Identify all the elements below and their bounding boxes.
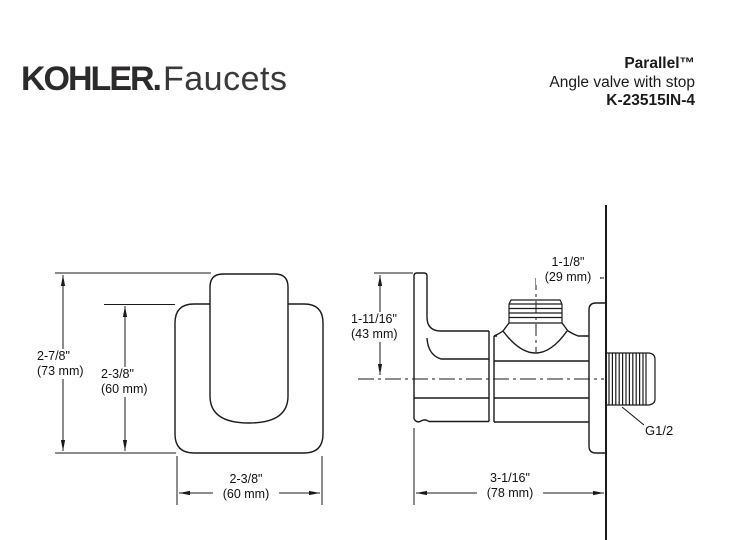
product-subtitle: Angle valve with stop <box>549 73 695 91</box>
dimension-inches: 2-3/8" <box>229 472 263 486</box>
side-hub-step <box>426 337 489 360</box>
dimension-mm: (78 mm) <box>486 486 534 500</box>
dimension-mm: (60 mm) <box>222 487 270 501</box>
dimension-label-body-depth: 3-1/16" (78 mm) <box>477 471 543 501</box>
inlet-threads <box>606 352 656 406</box>
g12-leader-line <box>621 406 645 426</box>
dimension-inches: 1-11/16" <box>351 312 397 326</box>
front-escutcheon-outline <box>174 303 324 454</box>
inlet-thread-label: G1/2 <box>644 423 675 438</box>
dimension-mm: (73 mm) <box>37 364 84 378</box>
dimension-inches: 3-1/16" <box>490 471 530 485</box>
front-view-drawing <box>174 273 324 454</box>
dimension-mm: (29 mm) <box>544 270 592 284</box>
title-block: Parallel™ Angle valve with stop K-23515I… <box>549 55 695 111</box>
side-view-drawing <box>358 205 656 540</box>
side-handle <box>413 272 489 419</box>
kohler-logo: KOHLER.Faucets <box>21 60 287 99</box>
front-handle-outline <box>209 273 289 424</box>
dimension-mm: (43 mm) <box>351 327 398 341</box>
dimension-label-plate-width: 2-3/8" (60 mm) <box>213 472 279 502</box>
outlet-saddle-curve <box>502 330 568 354</box>
side-joint <box>488 331 495 422</box>
dimension-label-plate-height: 2-3/8" (60 mm) <box>100 367 149 397</box>
product-name: Parallel™ <box>624 55 695 72</box>
dimension-label-outlet-offset: 1-1/8" (29 mm) <box>536 255 600 285</box>
dimension-mm: (60 mm) <box>101 382 148 396</box>
side-hub-bottom <box>413 418 489 423</box>
brand-name: KOHLER. <box>21 60 162 98</box>
model-number: K-23515IN-4 <box>606 92 695 109</box>
dimension-label-handle-height: 1-11/16" (43 mm) <box>350 312 399 342</box>
dimension-inches: 1-1/8" <box>551 255 585 269</box>
dimension-label-overall-height: 2-7/8" (73 mm) <box>36 349 85 379</box>
side-escutcheon <box>588 302 606 454</box>
dimension-inches: 2-7/8" <box>37 349 70 363</box>
dimension-inches: 2-3/8" <box>101 367 134 381</box>
brand-suffix: Faucets <box>163 60 288 98</box>
